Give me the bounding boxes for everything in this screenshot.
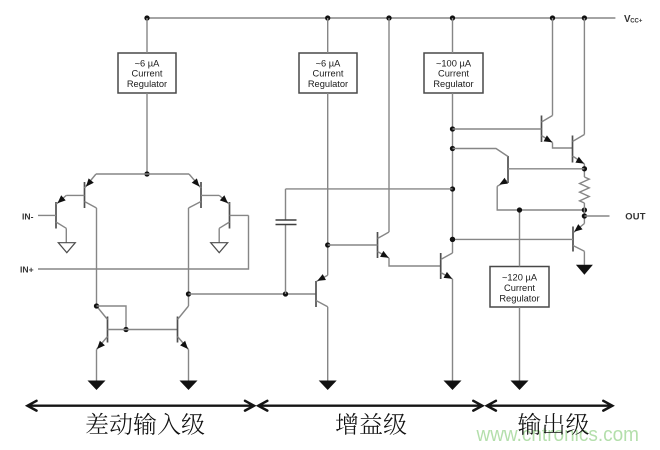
svg-text:V: V: [624, 14, 631, 25]
svg-text:CC+: CC+: [630, 19, 643, 25]
svg-text:OUT: OUT: [625, 211, 645, 222]
svg-text:IN-: IN-: [22, 211, 34, 221]
svg-text:~6 µA: ~6 µA: [316, 58, 342, 68]
svg-text:Current: Current: [504, 283, 535, 293]
svg-text:~120 µA: ~120 µA: [502, 273, 538, 283]
svg-text:Current: Current: [438, 69, 469, 79]
svg-text:IN+: IN+: [20, 264, 34, 274]
svg-text:~100 µA: ~100 µA: [436, 58, 472, 68]
svg-text:Regulator: Regulator: [433, 79, 473, 89]
svg-text:Current: Current: [131, 69, 162, 79]
svg-text:Regulator: Regulator: [127, 79, 167, 89]
svg-text:Regulator: Regulator: [499, 293, 539, 303]
svg-text:www.cntronics.com: www.cntronics.com: [476, 424, 639, 446]
svg-text:Current: Current: [312, 69, 343, 79]
svg-text:Regulator: Regulator: [308, 79, 348, 89]
svg-text:~6 µA: ~6 µA: [135, 58, 161, 68]
